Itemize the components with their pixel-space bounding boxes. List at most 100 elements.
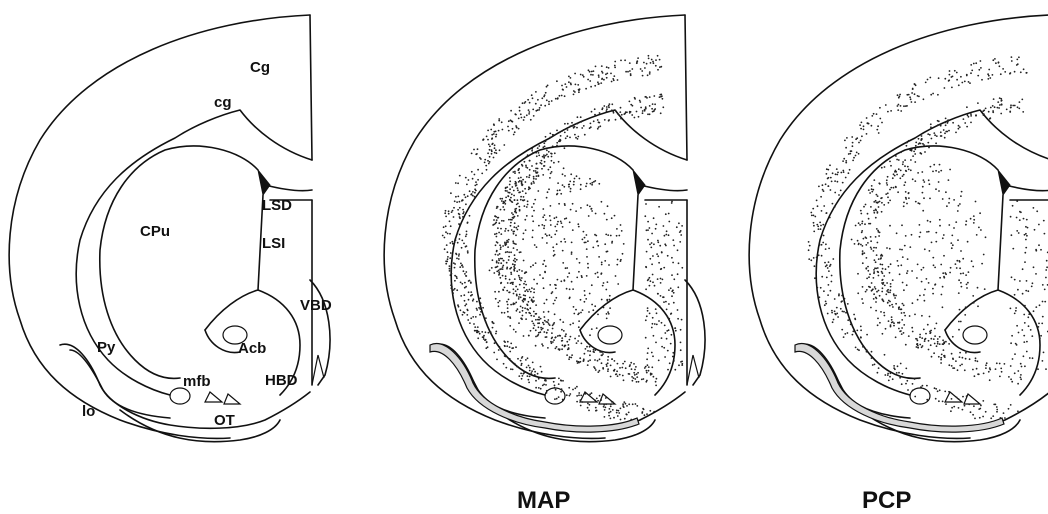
cell-dot (893, 187, 895, 189)
cell-dot (506, 301, 508, 303)
cell-dot (523, 233, 525, 235)
cell-dot (466, 234, 468, 236)
cell-dot (1025, 290, 1027, 292)
label-mfb: mfb (183, 373, 211, 390)
cell-dot (546, 299, 548, 301)
cell-dot (538, 175, 540, 177)
cell-dot (627, 71, 629, 73)
cell-dot (661, 322, 663, 324)
cell-dot (943, 276, 945, 278)
cell-dot (580, 207, 582, 209)
cell-dot (457, 196, 459, 198)
cell-dot (607, 370, 609, 372)
cell-dot (504, 355, 506, 357)
cell-dot (969, 358, 971, 360)
cell-dot (1033, 207, 1035, 209)
cell-dot (563, 167, 565, 169)
cell-dot (551, 171, 553, 173)
cell-dot (945, 191, 947, 193)
cell-dot (656, 378, 658, 380)
cell-dot (680, 234, 682, 236)
cell-dot (866, 351, 868, 353)
cell-dot (950, 242, 952, 244)
cell-dot (1004, 71, 1006, 73)
cell-dot (527, 304, 529, 306)
cell-dot (985, 108, 987, 110)
cell-dot (929, 332, 931, 334)
cell-dot (999, 363, 1001, 365)
cell-dot (819, 244, 821, 246)
cell-dot (564, 346, 566, 348)
label-cg: cg (214, 94, 232, 111)
cell-dot (538, 145, 540, 147)
cell-dot (655, 385, 657, 387)
cell-dot (978, 69, 980, 71)
cell-dot (824, 304, 826, 306)
cell-dot (903, 105, 905, 107)
cell-dot (1038, 224, 1040, 226)
cell-dot (532, 220, 534, 222)
cell-dot (664, 235, 666, 237)
cell-dot (557, 98, 559, 100)
cell-dot (892, 306, 894, 308)
cell-dot (445, 231, 447, 233)
cell-dot (920, 386, 922, 388)
cell-dot (507, 304, 509, 306)
cell-dot (1018, 108, 1020, 110)
cell-dot (529, 169, 531, 171)
cell-dot (1020, 71, 1022, 73)
cell-dot (943, 129, 945, 131)
cell-dot (510, 219, 512, 221)
cell-dot (851, 136, 853, 138)
cell-dot (597, 400, 599, 402)
cell-dot (921, 138, 923, 140)
cell-dot (610, 235, 612, 237)
cell-dot (865, 291, 867, 293)
cell-dot (850, 324, 852, 326)
cell-dot (540, 366, 542, 368)
cell-dot (927, 220, 929, 222)
cell-dot (623, 401, 625, 403)
cell-dot (662, 279, 664, 281)
cell-dot (912, 331, 914, 333)
cell-dot (644, 414, 646, 416)
cell-dot (565, 267, 567, 269)
cell-dot (459, 207, 461, 209)
cell-dot (493, 133, 495, 135)
cell-dot (614, 65, 616, 67)
cell-dot (827, 178, 829, 180)
cell-dot (468, 280, 470, 282)
cell-dot (897, 94, 899, 96)
cell-dot (617, 375, 619, 377)
cell-dot (951, 407, 953, 409)
cell-dot (537, 168, 539, 170)
cell-dot (462, 209, 464, 211)
cell-dot (1032, 282, 1034, 284)
cell-dot (498, 120, 500, 122)
cell-dot (499, 253, 501, 255)
cell-dot (522, 300, 524, 302)
cell-dot (893, 365, 895, 367)
cell-dot (568, 387, 570, 389)
cell-dot (873, 293, 875, 295)
cell-dot (1010, 365, 1012, 367)
cell-dot (866, 349, 868, 351)
cell-dot (919, 142, 921, 144)
cell-dot (903, 205, 905, 207)
cell-dot (987, 78, 989, 80)
cell-dot (513, 190, 515, 192)
cell-dot (659, 59, 661, 61)
cell-dot (491, 267, 493, 269)
cell-dot (832, 321, 834, 323)
cell-dot (678, 262, 680, 264)
cell-dot (467, 252, 469, 254)
cell-dot (875, 217, 877, 219)
cell-dot (654, 323, 656, 325)
cell-dot (855, 155, 857, 157)
cell-dot (999, 104, 1001, 106)
cell-dot (830, 189, 832, 191)
cell-dot (634, 374, 636, 376)
cell-dot (516, 366, 518, 368)
cell-dot (452, 243, 454, 245)
cell-dot (970, 113, 972, 115)
